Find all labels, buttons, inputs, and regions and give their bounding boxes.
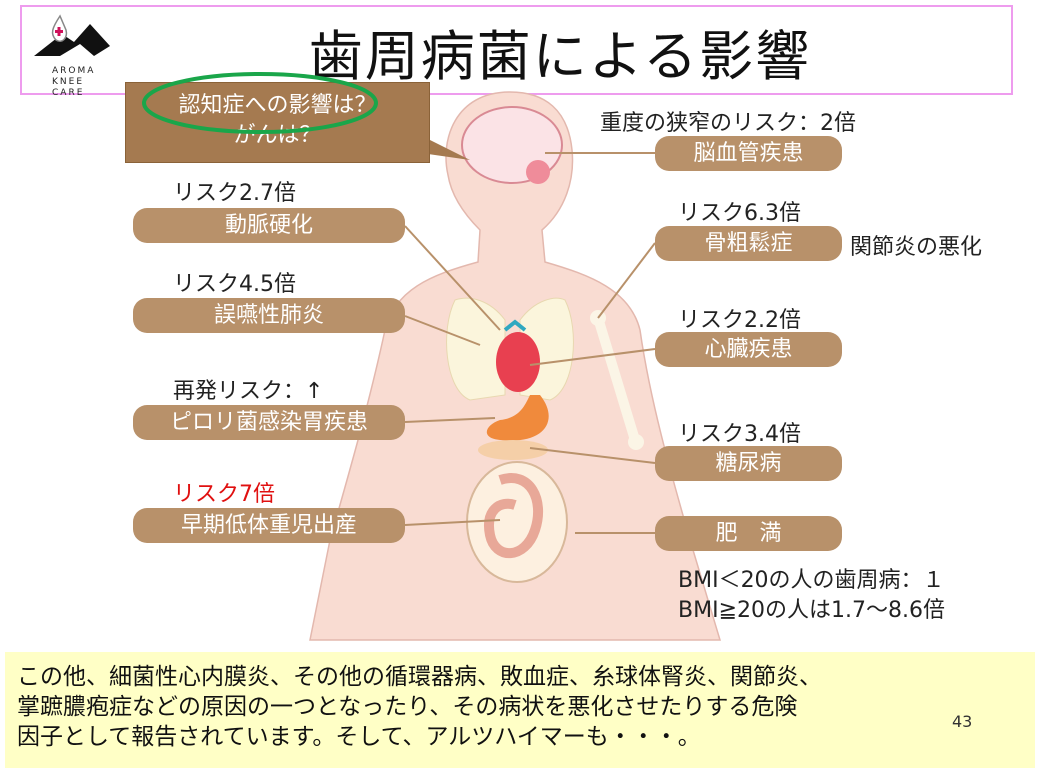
risk-label: リスク3.4倍	[678, 422, 801, 447]
pill-obesity: 肥 満	[655, 516, 842, 551]
note-line: 掌蹠膿疱症などの原因の一つとなったり、その病状を悪化させたりする危険	[17, 694, 798, 720]
callout-question-dementia: 認知症への影響は？	[178, 93, 377, 118]
risk-label: リスク4.5倍	[173, 272, 296, 297]
pill-diabetes: 糖尿病	[655, 446, 842, 481]
note-line: この他、細菌性心内膜炎、その他の循環器病、敗血症、糸球体腎炎、関節炎、	[17, 664, 822, 690]
risk-label: リスク6.3倍	[678, 201, 801, 226]
pill-heart-disease: 心臓疾患	[655, 332, 842, 367]
logo-line: KNEE	[52, 77, 85, 87]
logo-line: CARE	[52, 88, 85, 98]
risk-label: 再発リスク：↑	[173, 379, 324, 404]
bmi-note: BMI＜20の人の歯周病：１	[678, 568, 945, 593]
risk-label-red: リスク7倍	[173, 482, 275, 507]
page-number: 43	[952, 712, 973, 731]
summary-note: この他、細菌性心内膜炎、その他の循環器病、敗血症、糸球体腎炎、関節炎、 掌蹠膿疱…	[5, 652, 1035, 768]
arthritis-note: 関節炎の悪化	[850, 235, 983, 260]
logo-mark-icon	[34, 14, 110, 56]
highlight-ellipse	[142, 72, 378, 134]
logo-line: AROMA	[52, 66, 96, 76]
pill-pylori-gastric: ピロリ菌感染胃疾患	[133, 405, 405, 440]
pill-aspiration-pneumonia: 誤嚥性肺炎	[133, 298, 405, 333]
risk-label: 重度の狭窄のリスク：2倍	[600, 111, 856, 136]
note-line: 因子として報告されています。そして、アルツハイマーも・・・。	[17, 724, 701, 750]
pill-low-birth-weight: 早期低体重児出産	[133, 508, 405, 543]
risk-label: リスク2.7倍	[173, 181, 296, 206]
page-title: 歯周病菌による影響	[308, 25, 812, 88]
pill-osteoporosis: 骨粗鬆症	[655, 226, 842, 261]
pill-cerebrovascular: 脳血管疾患	[655, 136, 842, 171]
bmi-note: BMI≧20の人は1.7～8.6倍	[678, 598, 945, 623]
logo-text: AROMA KNEE CARE	[32, 66, 112, 99]
pill-arteriosclerosis: 動脈硬化	[133, 208, 405, 243]
risk-label: リスク2.2倍	[678, 308, 801, 333]
callout-question-cancer: がんは？	[233, 123, 322, 148]
logo: AROMA KNEE CARE	[32, 12, 112, 98]
